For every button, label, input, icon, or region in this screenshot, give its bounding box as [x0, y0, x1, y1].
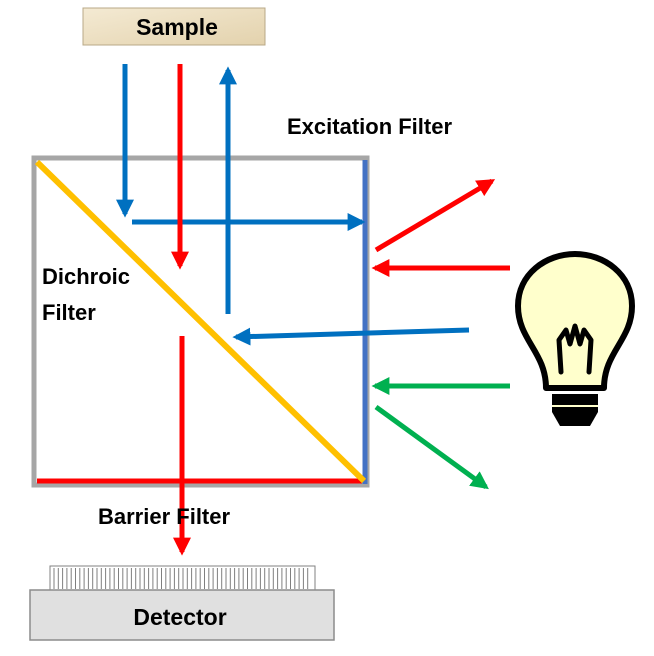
red-arrow-reflected-out [374, 178, 496, 253]
excitation-filter-label: Excitation Filter [287, 114, 452, 139]
bulb-filament [556, 323, 594, 375]
light-paths [116, 64, 510, 556]
detector-sensor-ticks [53, 568, 309, 589]
dichroic-filter [34, 159, 367, 484]
dichroic-label-line1: Dichroic [42, 264, 130, 289]
filter-cube [31, 155, 370, 488]
barrier-filter-label: Barrier Filter [98, 504, 230, 529]
bulb-base [552, 394, 598, 426]
blue-arrow-from-lamp [232, 327, 470, 346]
light-bulb-icon [515, 251, 635, 426]
detector-body [29, 589, 335, 641]
green-arrow-reflected-out [374, 404, 489, 490]
sample-box [82, 7, 266, 46]
detector: Detector [29, 565, 335, 641]
detector-label: Detector [133, 604, 226, 630]
bulb-glass [515, 251, 635, 391]
sample-label: Sample [136, 14, 218, 40]
sample: Sample [82, 7, 266, 46]
dichroic-filter-label: Dichroic Filter [42, 264, 130, 325]
dichroic-label-line2: Filter [42, 300, 96, 325]
